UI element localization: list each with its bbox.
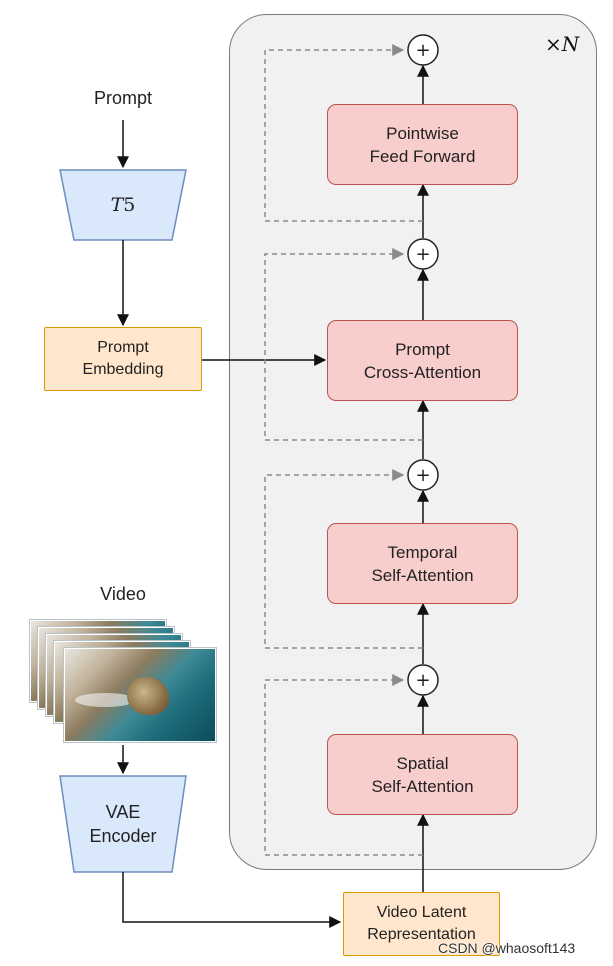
video-latent-line2: Representation <box>367 926 476 943</box>
add-node-2-symbol: + <box>415 465 430 486</box>
residual-connection-temporal <box>264 469 423 649</box>
repeat-count-label: ×N <box>545 32 580 56</box>
cross-attention-layer-box: Prompt Cross-Attention <box>327 320 518 401</box>
ffn-layer-line2: Feed Forward <box>369 146 476 166</box>
video-frame-5 <box>64 648 216 742</box>
ffn-layer-line1: Pointwise <box>386 123 459 143</box>
add-node-4: + <box>407 34 439 66</box>
residual-connection-spatial <box>264 674 423 856</box>
video-latent-line1: Video Latent <box>376 904 467 921</box>
t5-encoder-shape <box>59 169 187 241</box>
vae-encoder-line2: Encoder <box>89 826 157 846</box>
temporal-attention-line1: Temporal <box>387 542 458 562</box>
add-node-3-symbol: + <box>415 244 430 265</box>
spatial-attention-line2: Self-Attention <box>371 776 474 796</box>
spatial-attention-line1: Spatial <box>396 753 449 773</box>
prompt-embedding-line2: Embedding <box>82 361 164 378</box>
add-node-1-symbol: + <box>415 670 430 691</box>
temporal-attention-line2: Self-Attention <box>371 565 474 585</box>
video-label: Video <box>100 584 146 604</box>
prompt-embedding-box: Prompt Embedding <box>44 327 202 391</box>
vae-encoder-line1: VAE <box>105 802 141 822</box>
ffn-layer-box: Pointwise Feed Forward <box>327 104 518 185</box>
t5-encoder-label: T5 <box>74 190 172 220</box>
add-node-2: + <box>407 459 439 491</box>
add-node-1: + <box>407 664 439 696</box>
vae-encoder-label: VAE Encoder <box>74 796 172 852</box>
spatial-attention-layer-box: Spatial Self-Attention <box>327 734 518 815</box>
video-frames-stack <box>30 620 216 742</box>
cross-attention-line2: Cross-Attention <box>363 362 482 382</box>
temporal-attention-layer-box: Temporal Self-Attention <box>327 523 518 604</box>
watermark-text: CSDN @whaosoft143 <box>438 940 576 956</box>
cross-attention-line1: Prompt <box>395 339 450 359</box>
t5-digit: 5 <box>123 194 136 216</box>
add-node-4-symbol: + <box>415 40 430 61</box>
vae-to-latent-arrow <box>122 872 342 928</box>
prompt-label: Prompt <box>93 88 153 108</box>
t5-letter: T <box>110 194 124 216</box>
residual-connection-ffn <box>264 44 423 222</box>
add-node-3: + <box>407 238 439 270</box>
vae-encoder-shape <box>59 775 187 873</box>
video-latent-box: Video Latent Representation <box>343 892 500 956</box>
prompt-embedding-line1: Prompt <box>97 339 149 356</box>
